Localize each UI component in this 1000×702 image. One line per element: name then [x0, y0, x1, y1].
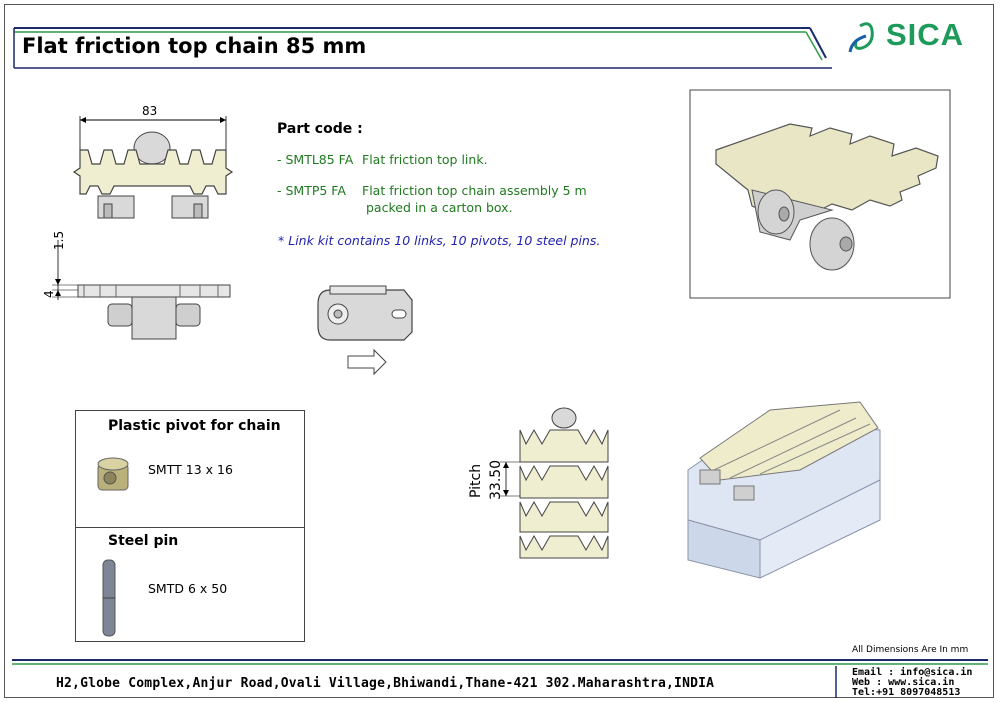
pin-code: SMTD 6 x 50: [148, 581, 228, 596]
pitch-label: Pitch: [468, 463, 484, 498]
part-code-2-code: - SMTP5 FA: [277, 183, 346, 198]
footer-tel: Tel:+91 8097048513: [852, 687, 961, 698]
dim-height-base: 4: [42, 290, 56, 298]
page-title: Flat friction top chain 85 mm: [22, 34, 367, 58]
part-code-1-code: - SMTL85 FA: [277, 152, 354, 167]
part-code-heading: Part code :: [277, 121, 363, 137]
part-code-2-desc2: packed in a carton box.: [366, 200, 513, 215]
iso-link-render: [715, 123, 939, 271]
pivot-render: [97, 457, 129, 491]
dim-width: 83: [142, 104, 158, 118]
rail-assembly-render: [687, 401, 881, 579]
link-side-view: [52, 240, 231, 340]
part-code-1-desc: Flat friction top link.: [362, 152, 488, 167]
accessories-divider: [76, 527, 304, 528]
pivot-code: SMTT 13 x 16: [148, 462, 233, 477]
pivot-heading: Plastic pivot for chain: [108, 418, 281, 434]
sica-logo-mark: [848, 22, 874, 53]
footer-email: Email : info@sica.in: [852, 667, 973, 678]
steel-pin-render: [102, 559, 116, 637]
brand-logo-text: SICA: [886, 17, 965, 52]
link-top-view: [72, 116, 234, 219]
part-code-2-desc: Flat friction top chain assembly 5 m: [362, 183, 587, 198]
dim-height-top: 1.5: [52, 230, 66, 250]
accessories-box: [75, 410, 305, 642]
pitch-value: 33.50: [488, 459, 504, 500]
link-kit-note: * Link kit contains 10 links, 10 pivots,…: [278, 233, 601, 248]
page-frame: [4, 4, 994, 698]
pin-heading: Steel pin: [108, 533, 179, 549]
pitch-drawing: [500, 407, 609, 559]
footer-address: H2,Globe Complex,Anjur Road,Ovali Villag…: [56, 676, 715, 691]
footer-web: Web : www.sica.in: [852, 677, 955, 688]
pivot-side-drawing: [317, 285, 413, 376]
dimensions-note: All Dimensions Are In mm: [852, 645, 969, 655]
